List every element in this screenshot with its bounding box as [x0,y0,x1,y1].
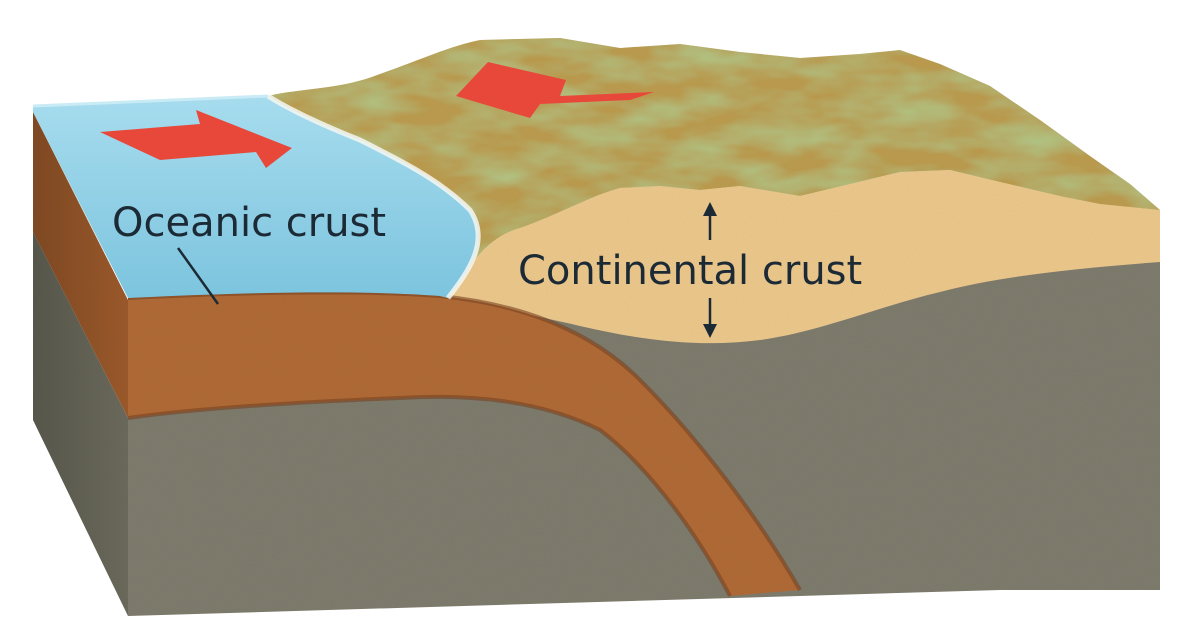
double-arrow-vertical-icon [703,202,717,338]
arrow-left-icon [456,62,654,118]
shoreline [266,93,481,300]
continental-crust-label: Continental crust [518,248,862,294]
arrow-right-icon [100,110,292,168]
oceanic-crust-leader-line [176,247,220,305]
oceanic-crust-label: Oceanic crust [112,200,386,246]
oceanic-crust-slab [128,292,800,596]
block-left-face [33,112,128,616]
continental-crust [448,170,1160,344]
